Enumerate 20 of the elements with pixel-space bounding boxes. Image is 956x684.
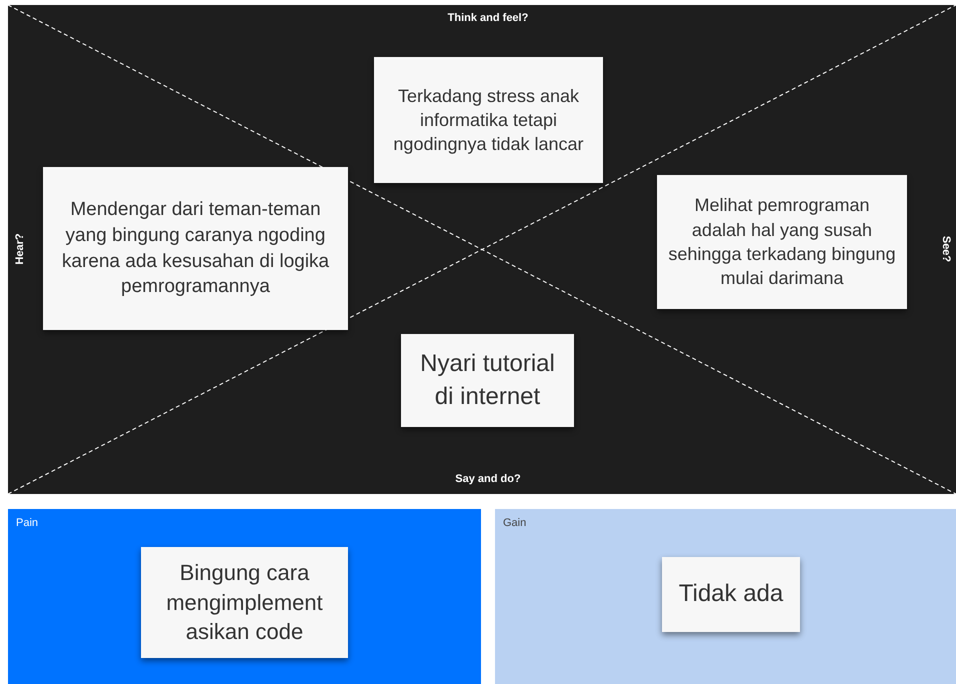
sticky-note <box>43 167 348 330</box>
sticky-note <box>657 175 907 309</box>
quadrant-label: See? <box>940 236 952 262</box>
quadrant-panel <box>495 509 956 684</box>
panel-heading: Pain <box>16 517 38 529</box>
note-text: Melihat pemrograman adalah hal yang susah sehingga terkadang bingung mulai darimana <box>667 194 897 290</box>
note-text: Tidak ada <box>678 579 784 610</box>
panel-heading: Gain <box>503 517 526 529</box>
sticky-note <box>401 334 574 427</box>
note-text: Terkadang stress anak informatika tetapi ngodingnya tidak lancar <box>392 84 585 156</box>
quadrant-label: Hear? <box>14 233 26 265</box>
note-text: Bingung cara mengimplement asikan code <box>165 558 324 646</box>
sticky-note <box>374 57 603 183</box>
note-text: Mendengar dari teman-teman yang bingung caranya ngoding karena ada kesusahan di logika pemrogramannya <box>60 198 330 300</box>
quadrant-panel <box>8 509 481 684</box>
note-text: Nyari tutorial di internet <box>419 349 556 412</box>
quadrant-label: Think and feel? <box>448 12 528 24</box>
sticky-note <box>662 557 800 632</box>
quadrant-label: Say and do? <box>455 473 521 485</box>
sticky-note <box>141 547 348 658</box>
